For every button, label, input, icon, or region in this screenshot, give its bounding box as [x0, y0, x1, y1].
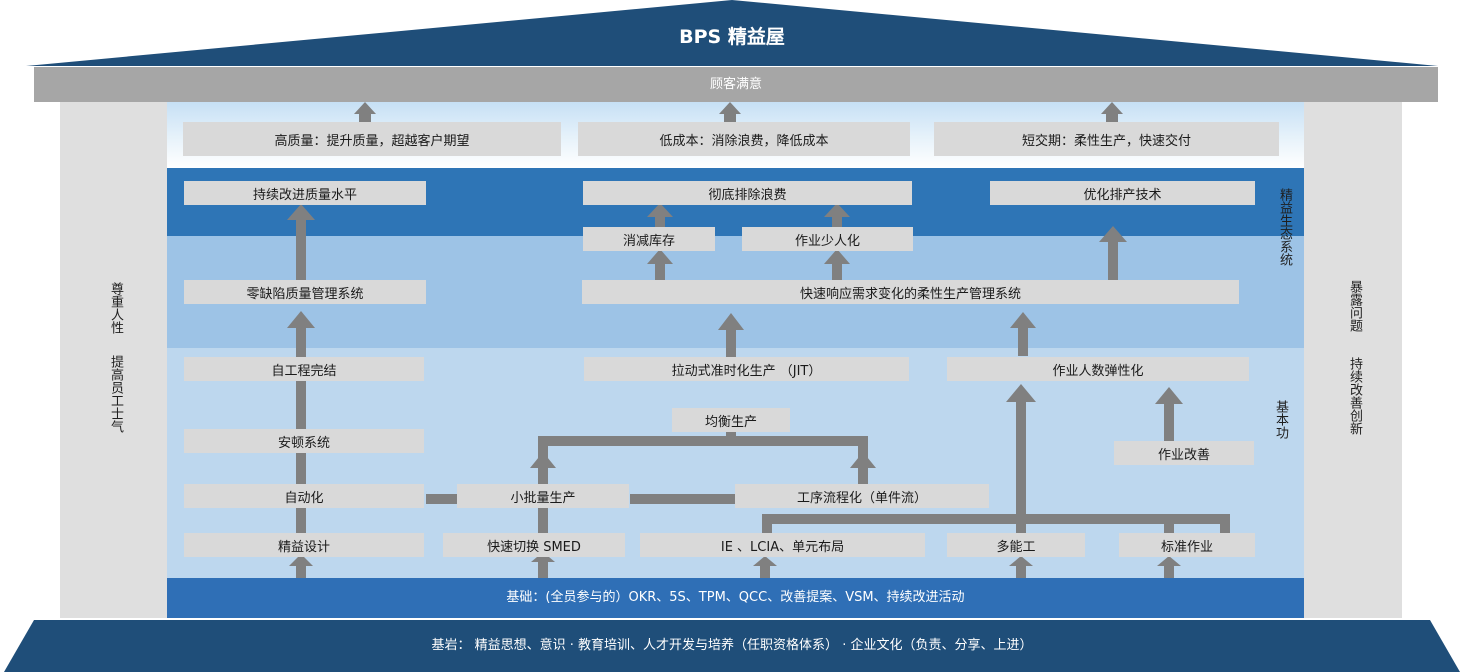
roof — [26, 0, 1438, 66]
diagram-title: BPS 精益屋 — [679, 26, 785, 48]
leveling-stem — [726, 430, 736, 440]
box-multi-skill: 多能工 — [947, 533, 1085, 557]
box-flexible-system: 快速响应需求变化的柔性生产管理系统 — [582, 280, 1239, 304]
box-optimize-scheduling: 优化排产技术 — [990, 181, 1255, 205]
connector-small-batch-flow — [630, 494, 736, 504]
arrow-ie-up — [753, 556, 777, 578]
left-pillar-text-2: 提高员工士气 — [108, 355, 123, 433]
arrow-to-goal-quality — [354, 102, 376, 122]
box-work-improvement: 作业改善 — [1114, 441, 1254, 465]
box-automation: 自动化 — [184, 484, 424, 508]
goal-delivery: 短交期：柔性生产，快速交付 — [934, 122, 1279, 156]
box-flexible-staffing: 作业人数弹性化 — [947, 357, 1249, 381]
box-ie-lcia: IE 、LCIA、单元布局 — [640, 533, 925, 557]
box-andon: 安顿系统 — [184, 429, 424, 453]
customer-satisfaction-beam: 顾客满意 — [34, 67, 1438, 102]
box-reduce-staff: 作业少人化 — [742, 227, 913, 251]
arrow-multi-skill-up — [1009, 556, 1033, 578]
arrow-inventory-to-waste — [647, 203, 673, 227]
arrow-to-one-piece-flow — [850, 452, 876, 484]
box-one-piece-flow: 工序流程化（单件流） — [735, 484, 989, 508]
arrow-smed-up — [531, 552, 555, 578]
arrow-to-flexible-staffing — [1006, 384, 1036, 534]
box-smed: 快速切换 SMED — [443, 533, 625, 557]
arrow-to-flexible-system — [1010, 312, 1036, 356]
box-leveling: 均衡生产 — [672, 408, 790, 432]
connector-automation-small-batch — [426, 494, 458, 504]
basic-label: 基本功 — [1273, 400, 1288, 439]
arrow-to-reduce-staff — [824, 249, 850, 280]
arrow-to-continuous-quality — [287, 204, 315, 280]
bedrock-text: 基岩： 精益思想、意识 · 教育培训、人才开发与培养（任职资格体系） · 企业文… — [431, 638, 1033, 653]
box-small-batch: 小批量生产 — [457, 484, 629, 508]
goal-cost: 低成本：消除浪费，降低成本 — [578, 122, 910, 156]
box-standard-work: 标准作业 — [1119, 533, 1255, 557]
standard-work-stem — [1164, 524, 1174, 534]
right-pillar — [1304, 102, 1402, 618]
left-pillar-text-1: 尊重人性 — [108, 282, 123, 334]
arrow-to-jit — [718, 313, 744, 358]
box-lean-design: 精益设计 — [184, 533, 424, 557]
box-reduce-inventory: 消减库存 — [583, 227, 715, 251]
arrow-to-work-improvement — [1155, 387, 1183, 442]
box-jidoka-complete: 自工程完结 — [184, 357, 424, 381]
box-continuous-quality: 持续改进质量水平 — [184, 181, 426, 205]
left-pillar — [60, 102, 167, 618]
arrow-to-reduce-inventory — [647, 249, 673, 280]
ecosystem-label: 精益生态系统 — [1277, 188, 1292, 266]
arrow-standard-work-up — [1157, 556, 1181, 578]
connector-ie-vertical — [762, 516, 772, 534]
box-eliminate-waste: 彻底排除浪费 — [583, 181, 912, 205]
connector-right-end — [1220, 514, 1230, 534]
arrow-lean-design-up — [289, 554, 313, 578]
foundation-band: 基础：(全员参与的）OKR、5S、TPM、QCC、改善提案、VSM、持续改进活动 — [167, 578, 1304, 618]
right-pillar-text-1: 暴露问题 — [1347, 280, 1362, 332]
arrow-to-goal-delivery — [1101, 102, 1123, 122]
connector-bottom-horizontal — [762, 514, 1230, 524]
arrow-to-goal-cost — [719, 102, 741, 122]
goal-quality: 高质量：提升质量，超越客户期望 — [183, 122, 561, 156]
box-zero-defect: 零缺陷质量管理系统 — [184, 280, 426, 304]
arrow-staff-to-waste — [824, 203, 850, 227]
bedrock-base — [4, 620, 1460, 672]
connector-left-vertical — [538, 440, 548, 460]
connector-top-horizontal — [538, 436, 868, 446]
arrow-to-optimize-scheduling — [1099, 226, 1127, 280]
right-pillar-text-2: 持续改善创新 — [1347, 357, 1362, 435]
box-jit: 拉动式准时化生产 （JIT） — [584, 357, 909, 381]
